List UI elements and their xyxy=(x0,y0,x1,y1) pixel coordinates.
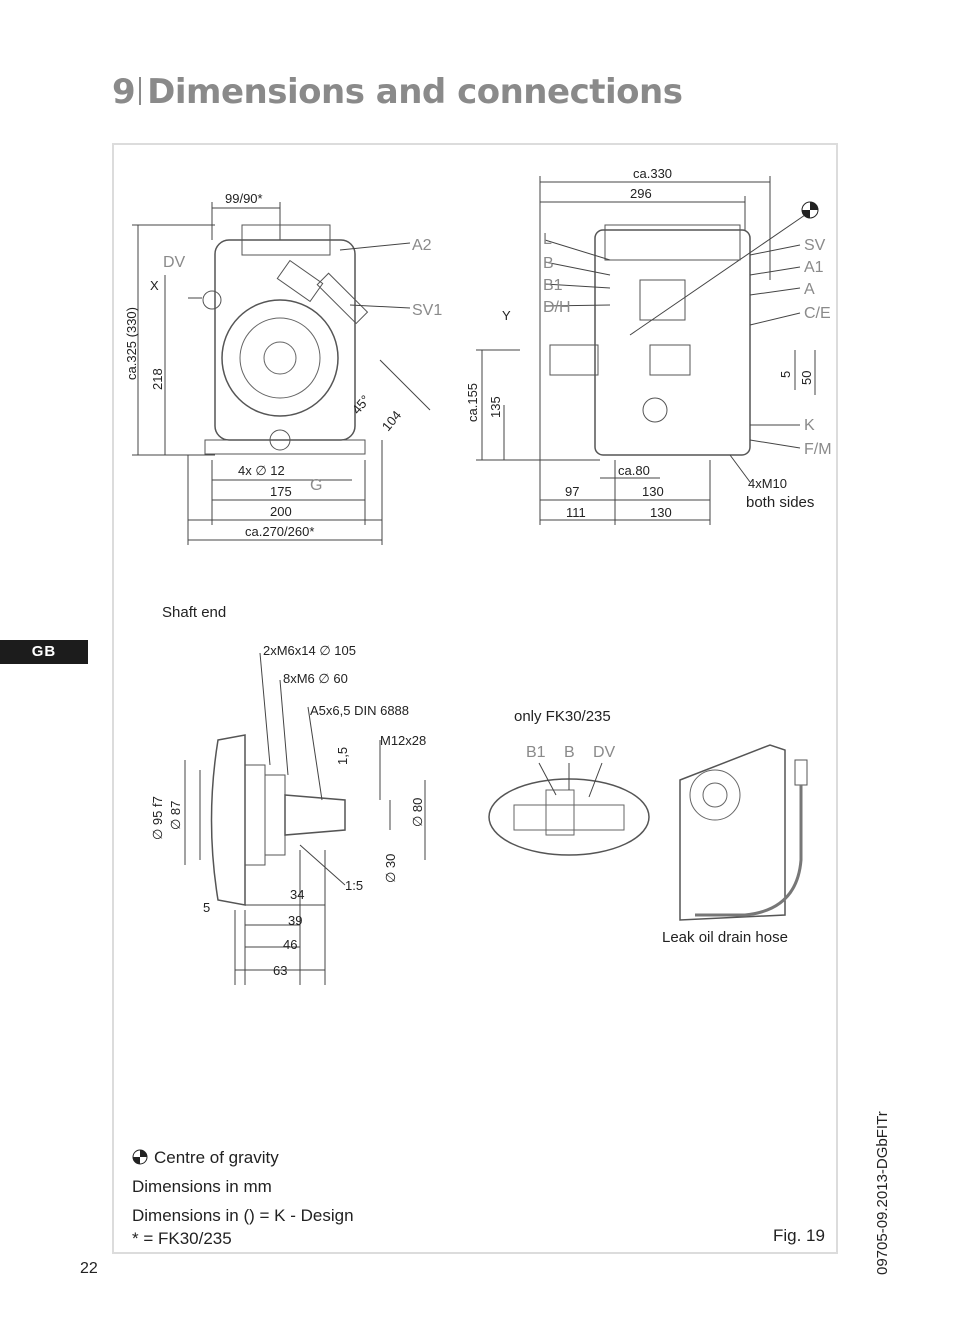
conn-SV: SV xyxy=(804,237,826,254)
figure-label: Fig. 19 xyxy=(773,1226,825,1245)
dim-2xm6x14-105: 2xM6x14 ∅ 105 xyxy=(263,643,356,658)
dim-218: 218 xyxy=(150,368,165,390)
dim-ca-155: ca.155 xyxy=(465,383,480,422)
dim-296: 296 xyxy=(630,186,652,201)
leak-oil-hose-drawing xyxy=(679,744,808,921)
conn-K: K xyxy=(804,417,815,434)
dim-45-deg: 45° xyxy=(349,392,373,417)
dim-130-upper: 130 xyxy=(642,484,664,499)
conn-DV: DV xyxy=(163,254,186,271)
conn-D-H: D/H xyxy=(543,299,571,316)
conn-A1: A1 xyxy=(804,259,824,276)
dim-30: ∅ 30 xyxy=(383,854,398,883)
page-number: 22 xyxy=(80,1260,98,1277)
dim-46: 46 xyxy=(283,937,297,952)
side-view-drawing: ca.330 296 ca.155 135 5 50 ca.80 97 130 … xyxy=(465,166,832,525)
shaft-end-drawing: 2xM6x14 ∅ 105 8xM6 ∅ 60 A5x6,5 DIN 6888 … xyxy=(150,643,426,985)
dim-104: 104 xyxy=(379,408,404,434)
dim-97: 97 xyxy=(565,484,579,499)
dim-m12x28: M12x28 xyxy=(380,733,426,748)
dim-ca-330: ca.330 xyxy=(633,166,672,181)
legend-centre-of-gravity: Centre of gravity xyxy=(132,1143,354,1172)
dim-39: 39 xyxy=(288,913,302,928)
conn-C-E: C/E xyxy=(804,305,831,322)
legend-cog-text: Centre of gravity xyxy=(154,1148,279,1167)
centre-of-gravity-icon xyxy=(132,1149,148,1165)
dim-5: 5 xyxy=(203,900,210,915)
caption-leak-oil-hose: Leak oil drain hose xyxy=(662,929,788,946)
conn-A2: A2 xyxy=(412,237,432,254)
conn-SV1: SV1 xyxy=(412,302,442,319)
conn-X: X xyxy=(150,278,159,293)
document-code: 09705-09.2013-DGbFITr xyxy=(874,1111,891,1275)
conn-L: L xyxy=(543,231,552,248)
legend: Centre of gravity Dimensions in mm Dimen… xyxy=(132,1143,354,1253)
dim-ca-80: ca.80 xyxy=(618,463,650,478)
fk30-conn-B: B xyxy=(564,744,575,761)
dim-135: 135 xyxy=(488,396,503,418)
legend-fk30-note: * = FK30/235 xyxy=(132,1229,232,1248)
legend-dimensions-mm: Dimensions in mm xyxy=(132,1177,272,1196)
dim-8xm6-60: 8xM6 ∅ 60 xyxy=(283,671,348,686)
dim-200: 200 xyxy=(270,504,292,519)
dim-80: ∅ 80 xyxy=(410,798,425,827)
dim-34: 34 xyxy=(290,887,304,902)
dim-99-90: 99/90* xyxy=(225,191,263,206)
dim-95-f7: ∅ 95 f7 xyxy=(150,796,165,840)
conn-B: B xyxy=(543,255,554,272)
dim-ratio-1-5: 1:5 xyxy=(345,878,363,893)
dim-a5x6-din6888: A5x6,5 DIN 6888 xyxy=(310,703,409,718)
dim-111: 111 xyxy=(566,505,586,520)
chapter-number: 9 xyxy=(112,72,136,112)
front-view-drawing: 99/90* ca.325 (330) 218 45° 104 4x ∅ 12 … xyxy=(124,191,442,545)
page-heading: 9 Dimensions and connections xyxy=(112,72,683,112)
chapter-title: Dimensions and connections xyxy=(147,72,683,112)
dim-175: 175 xyxy=(270,484,292,499)
caption-only-fk30: only FK30/235 xyxy=(514,708,611,725)
note-both-sides: both sides xyxy=(746,494,814,511)
dim-ca-270-260: ca.270/260* xyxy=(245,524,314,539)
dim-130-lower: 130 xyxy=(650,505,672,520)
heading-divider xyxy=(139,77,142,105)
conn-B1: B1 xyxy=(543,277,563,294)
caption-shaft-end: Shaft end xyxy=(162,604,227,621)
dim-ca-325: ca.325 (330) xyxy=(124,307,139,380)
dim-1-5: 1,5 xyxy=(335,747,350,765)
dim-50: 50 xyxy=(799,371,814,385)
language-tab: GB xyxy=(0,640,88,664)
dim-63: 63 xyxy=(273,963,287,978)
fk30-conn-DV: DV xyxy=(593,744,616,761)
dim-5: 5 xyxy=(778,371,793,378)
conn-F-M: F/M xyxy=(804,441,832,458)
centre-of-gravity-icon xyxy=(801,201,819,219)
note-4xm10: 4xM10 xyxy=(748,476,787,491)
fk30-conn-B1: B1 xyxy=(526,744,546,761)
dim-87: ∅ 87 xyxy=(168,801,183,830)
legend-dimensions-k: Dimensions in () = K - Design xyxy=(132,1206,354,1225)
figure-frame xyxy=(112,143,838,1254)
conn-G: G xyxy=(310,477,322,494)
conn-Y: Y xyxy=(502,308,511,323)
dim-4x-12: 4x ∅ 12 xyxy=(238,463,285,478)
fk30-detail-drawing: B1 B DV xyxy=(488,744,650,856)
conn-A: A xyxy=(804,281,815,298)
